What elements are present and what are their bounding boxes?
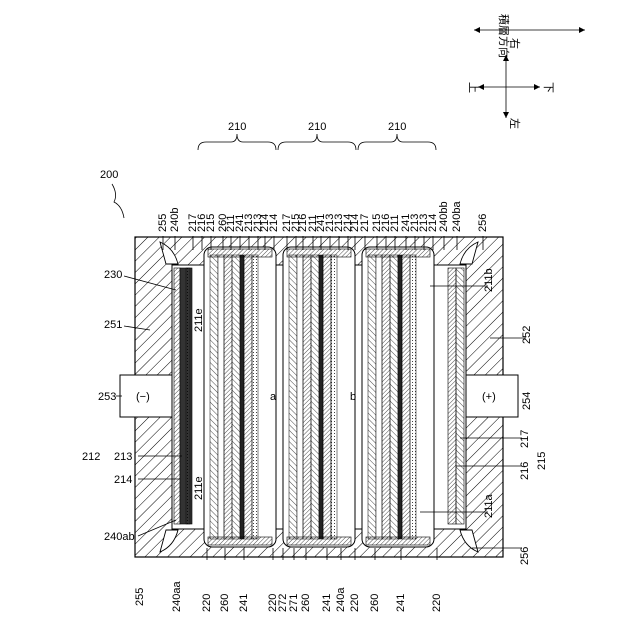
label-210: 210 (228, 121, 246, 133)
stack-direction-label: 積層方向 (497, 14, 511, 58)
figure-number: 200 (100, 169, 118, 181)
cell-layer (252, 255, 258, 539)
top-label-240bb: 240bb (438, 201, 450, 232)
bottom-label-220: 220 (431, 594, 443, 612)
top-label-255: 255 (157, 214, 169, 232)
brace-210 (278, 134, 356, 150)
up-direction-label: 上 (467, 82, 480, 93)
cell-layer (376, 255, 382, 539)
top-label-240b: 240b (169, 208, 181, 232)
right-direction-label: 右 (508, 38, 522, 49)
cell-layer (289, 255, 297, 539)
bottom-label-260: 260 (369, 594, 381, 612)
bottom-label-220: 220 (349, 594, 361, 612)
cell-layer (410, 255, 416, 539)
label-251: 251 (104, 319, 122, 331)
direction-indicator: 積層方向 右 左 上 下 (467, 14, 585, 129)
cell-layer (240, 255, 244, 539)
cell-layer (323, 255, 331, 539)
cell-unit-3 (362, 247, 434, 547)
cell-layer (402, 255, 410, 539)
label-216-right: 216 (519, 462, 531, 480)
bottom-label-220: 220 (201, 594, 213, 612)
label-253: 253 (98, 391, 116, 403)
right-electrode (448, 268, 464, 524)
cell-layer (382, 255, 390, 539)
top-label-215: 215 (205, 214, 217, 232)
label-230: 230 (104, 269, 122, 281)
seal-top (366, 249, 430, 257)
cell-layer (303, 255, 311, 539)
label-252: 252 (521, 326, 533, 344)
cell-layer (311, 255, 319, 539)
negative-terminal-label: (−) (136, 391, 150, 403)
brace-210 (358, 134, 436, 150)
top-label-214: 214 (268, 214, 280, 232)
seal-top (208, 249, 272, 257)
label-255-bottom: 255 (134, 588, 146, 606)
cell-layer (297, 255, 303, 539)
cell-layer (244, 255, 252, 539)
bottom-label-271: 271 (288, 594, 300, 612)
top-label-240ba: 240ba (451, 201, 463, 232)
cell-layer (224, 255, 232, 539)
space-b-label: b (350, 391, 356, 403)
left-direction-label: 左 (508, 118, 521, 129)
label-211e-bottom: 211e (193, 476, 205, 500)
cell-layer (331, 255, 337, 539)
cell-units (204, 247, 434, 547)
label-217-right: 217 (519, 430, 531, 448)
label-211e-top: 211e (193, 308, 205, 332)
brace-210 (198, 134, 276, 150)
top-label-256: 256 (477, 214, 489, 232)
bottom-label-260: 260 (219, 594, 231, 612)
cell-layer (368, 255, 376, 539)
seal-bottom (287, 537, 351, 545)
left-electrode-212 (174, 268, 192, 524)
cell-layer (398, 255, 402, 539)
label-213-left: 213 (114, 451, 132, 463)
bottom-label-260: 260 (300, 594, 312, 612)
cell-layer (210, 255, 218, 539)
seal-top (287, 249, 351, 257)
label-254: 254 (521, 392, 533, 410)
cell-layer (319, 255, 323, 539)
down-direction-label: 下 (542, 82, 555, 93)
label-212: 212 (82, 451, 100, 463)
bottom-label-241: 241 (321, 594, 333, 612)
cell-layer (232, 255, 240, 539)
bottom-label-241: 241 (395, 594, 407, 612)
seal-bottom (366, 537, 430, 545)
group-braces: 210 210 210 (198, 121, 436, 150)
label-214-left: 214 (114, 474, 132, 486)
cell-unit-1 (204, 247, 276, 547)
cell-layer (390, 255, 398, 539)
bottom-label-241: 241 (238, 594, 250, 612)
top-label-217: 217 (359, 214, 371, 232)
label-210: 210 (388, 121, 406, 133)
label-240ab: 240ab (104, 531, 135, 543)
bottom-label-240a: 240a (335, 587, 347, 612)
seal-bottom (208, 537, 272, 545)
positive-terminal-label: (+) (482, 391, 496, 403)
label-211a: 211a (483, 493, 495, 518)
cell-unit-2 (283, 247, 355, 547)
label-211b: 211b (483, 268, 495, 292)
label-256-bottom: 256 (519, 547, 531, 565)
cell-layer (218, 255, 224, 539)
label-240aa: 240aa (171, 581, 183, 612)
figure-leader (112, 184, 124, 218)
label-210: 210 (308, 121, 326, 133)
space-a-label: a (270, 391, 277, 403)
label-215-right: 215 (536, 452, 548, 470)
